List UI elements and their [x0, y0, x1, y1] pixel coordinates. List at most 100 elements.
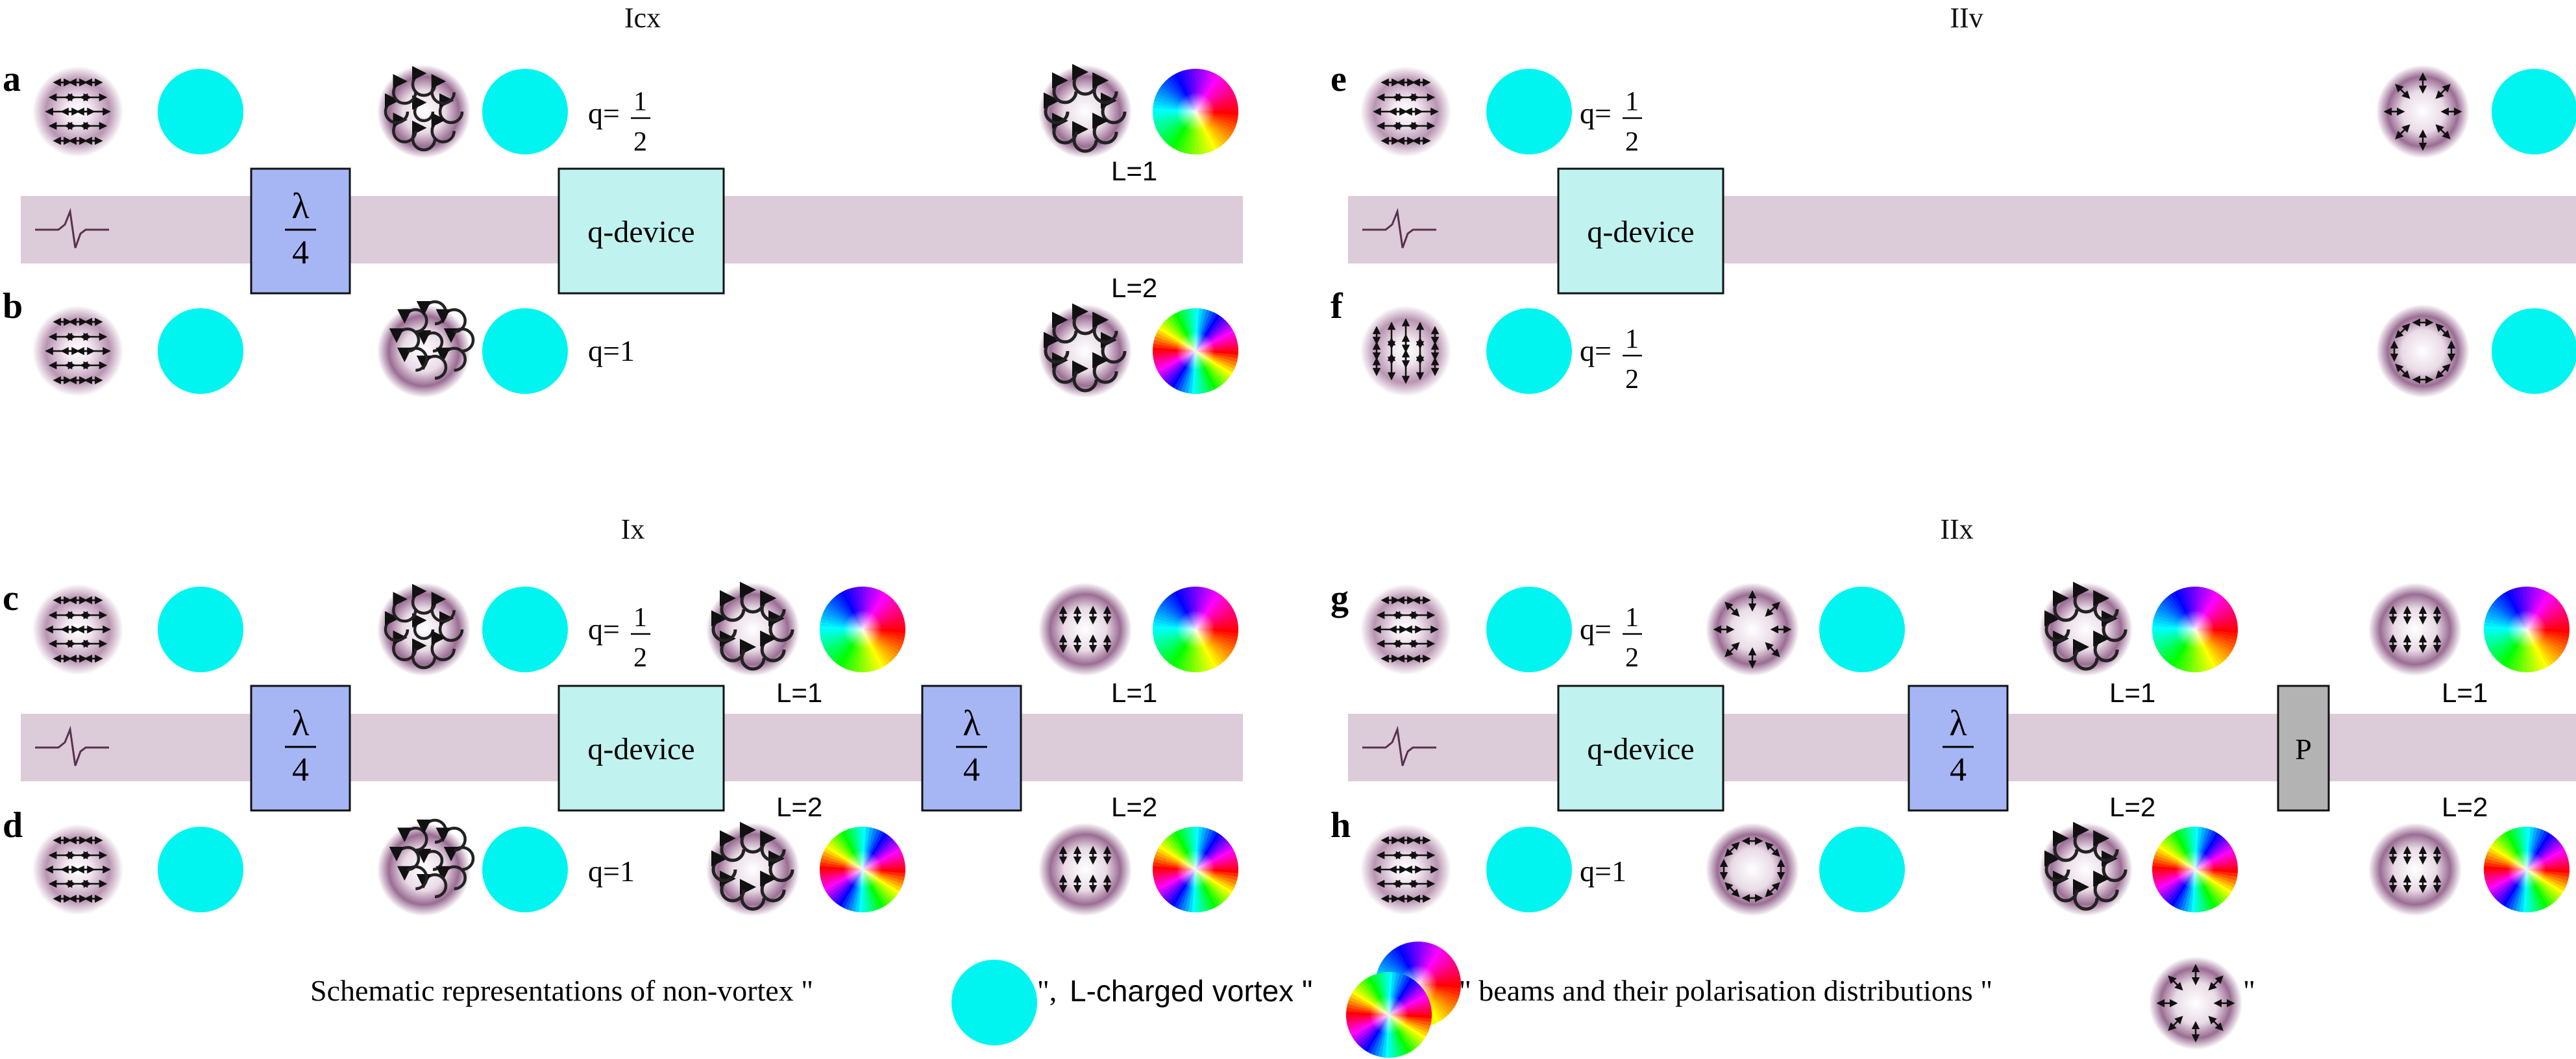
non-vortex-beam-e-out — [2492, 69, 2576, 154]
q-device-body — [558, 685, 725, 812]
q-label-a: q=12 — [588, 87, 650, 157]
q-device-body — [1557, 167, 1724, 295]
vertical-polarisation-c — [1038, 583, 1132, 676]
circular-vortex-polarisation-d — [706, 822, 800, 916]
lambda-symbol: λ — [1949, 703, 1967, 744]
quarter-wave-plate-body — [1907, 685, 2009, 812]
quarter-wave-plate-ix-2: λ4 — [921, 685, 1022, 812]
L-label-h-end: L=2 — [2442, 792, 2488, 822]
row-letter-c: c — [3, 578, 19, 618]
caption-text-3: L-charged vortex " — [1070, 974, 1313, 1008]
q-value: q=1 — [588, 334, 635, 367]
input-linear-polarisation-e — [1360, 66, 1451, 157]
vertical-polarisation-d — [1038, 823, 1132, 916]
polarizer-iix: P — [2277, 685, 2330, 812]
q-equals: q= — [1580, 334, 1612, 367]
non-vortex-beam-g1 — [1486, 587, 1572, 672]
q-denominator: 2 — [633, 127, 647, 157]
q-device-iix: q-device — [1557, 685, 1724, 812]
non-vortex-beam-f-out — [2492, 308, 2576, 394]
vortex-beam-g2 — [2484, 587, 2570, 672]
L-label-h-mid: L=2 — [2109, 792, 2155, 822]
row-letter-b: b — [3, 286, 23, 326]
quarter-wave-plate-body — [250, 685, 351, 812]
L-label-c-mid: L=1 — [776, 677, 822, 708]
denominator-four: 4 — [1950, 751, 1967, 788]
circular-vortex-polarisation-c — [706, 581, 800, 676]
q-label-b: q=1 — [588, 334, 635, 367]
row-letter-e: e — [1331, 59, 1347, 99]
q-device-ix: q-device — [558, 685, 725, 812]
L-label-g-mid: L=1 — [2109, 677, 2155, 708]
circular-polarisation-a — [377, 65, 471, 158]
caption-polarisation-icon — [2149, 956, 2242, 1050]
non-vortex-beam-b2 — [482, 308, 568, 394]
quarter-wave-plate-body — [921, 685, 1022, 812]
vortex-beam-a — [1152, 69, 1238, 155]
q-equals: q= — [1580, 97, 1612, 130]
panel-title-icx: Icx — [624, 2, 661, 34]
azimuthal-polarisation-f — [2376, 304, 2470, 398]
vortex-beam-h1 — [2152, 827, 2238, 912]
q-numerator: 1 — [1625, 324, 1639, 354]
q-equals: q= — [1580, 613, 1612, 646]
q-label-g: q=12 — [1580, 603, 1642, 673]
pulse-icon — [35, 725, 109, 766]
vortex-beam-h2 — [2484, 826, 2570, 912]
non-vortex-beam-d2 — [482, 827, 568, 912]
non-vortex-beam-h2 — [1819, 827, 1905, 912]
q-numerator: 1 — [633, 603, 647, 633]
circular-polarisation-d — [377, 818, 475, 916]
q-denominator: 2 — [633, 643, 647, 673]
caption-text-2: ", — [1037, 974, 1057, 1007]
q-device-body — [1557, 685, 1724, 812]
vortex-beam-g1 — [2152, 586, 2238, 672]
azimuthal-polarisation-h — [1706, 823, 1799, 916]
q-label-f: q= 1 2 — [1580, 324, 1642, 395]
q-label-d: q=1 — [588, 855, 635, 888]
q-label-c: q= 1 2 — [588, 603, 650, 673]
q-equals: q= — [588, 613, 620, 646]
non-vortex-beam-g2 — [1819, 587, 1905, 672]
non-vortex-beam-c2 — [482, 587, 568, 672]
vertical-polarisation-g — [2368, 583, 2462, 676]
q-denominator: 2 — [1625, 365, 1639, 395]
quarter-wave-plate-ix-1: λ4 — [250, 685, 351, 812]
vortex-beam-c2 — [1152, 587, 1238, 672]
non-vortex-beam-c1 — [158, 587, 243, 672]
L-label-g-end: L=1 — [2442, 677, 2488, 708]
L-label-c-end: L=1 — [1111, 677, 1157, 708]
input-linear-polarisation-a — [32, 66, 123, 157]
q-numerator: 1 — [1625, 603, 1639, 633]
lambda-symbol: λ — [291, 703, 309, 744]
pulse-icon — [1362, 725, 1436, 766]
q-label-h: q=1 — [1580, 855, 1626, 888]
circular-vortex-polarisation-b — [1038, 303, 1132, 398]
radial-polarisation-g — [1706, 583, 1799, 676]
vertical-polarisation-h — [2368, 823, 2462, 916]
q-numerator: 1 — [1625, 87, 1639, 117]
non-vortex-beam-b1 — [158, 308, 243, 394]
input-linear-polarisation-c — [32, 584, 123, 675]
caption-text-4: " beams and their polarisation distribut… — [1459, 974, 1993, 1007]
q-device-label: q-device — [1587, 732, 1694, 766]
pulse-icon — [1362, 208, 1436, 249]
non-vortex-beam-a1 — [158, 69, 243, 154]
L-label-b: L=2 — [1111, 273, 1157, 303]
L-label-d-end: L=2 — [1111, 792, 1157, 822]
input-linear-polarisation-h — [1360, 824, 1451, 915]
caption-text-1: Schematic representations of non-vortex … — [310, 974, 813, 1007]
q-value: q=1 — [588, 855, 635, 888]
pulse-icon — [35, 208, 109, 249]
polarizer-label: P — [2295, 733, 2312, 766]
circular-vortex-polarisation-a — [1038, 64, 1132, 158]
denominator-four: 4 — [292, 234, 309, 271]
row-letter-f: f — [1331, 286, 1343, 326]
quarter-wave-plate-iix: λ4 — [1907, 685, 2009, 812]
q-denominator: 2 — [1625, 127, 1639, 157]
circular-polarisation-c — [377, 583, 471, 676]
q-device-iiv: q-device — [1557, 167, 1724, 295]
panel-title-iix: IIx — [1940, 513, 1974, 545]
q-device-label: q-device — [587, 732, 694, 766]
